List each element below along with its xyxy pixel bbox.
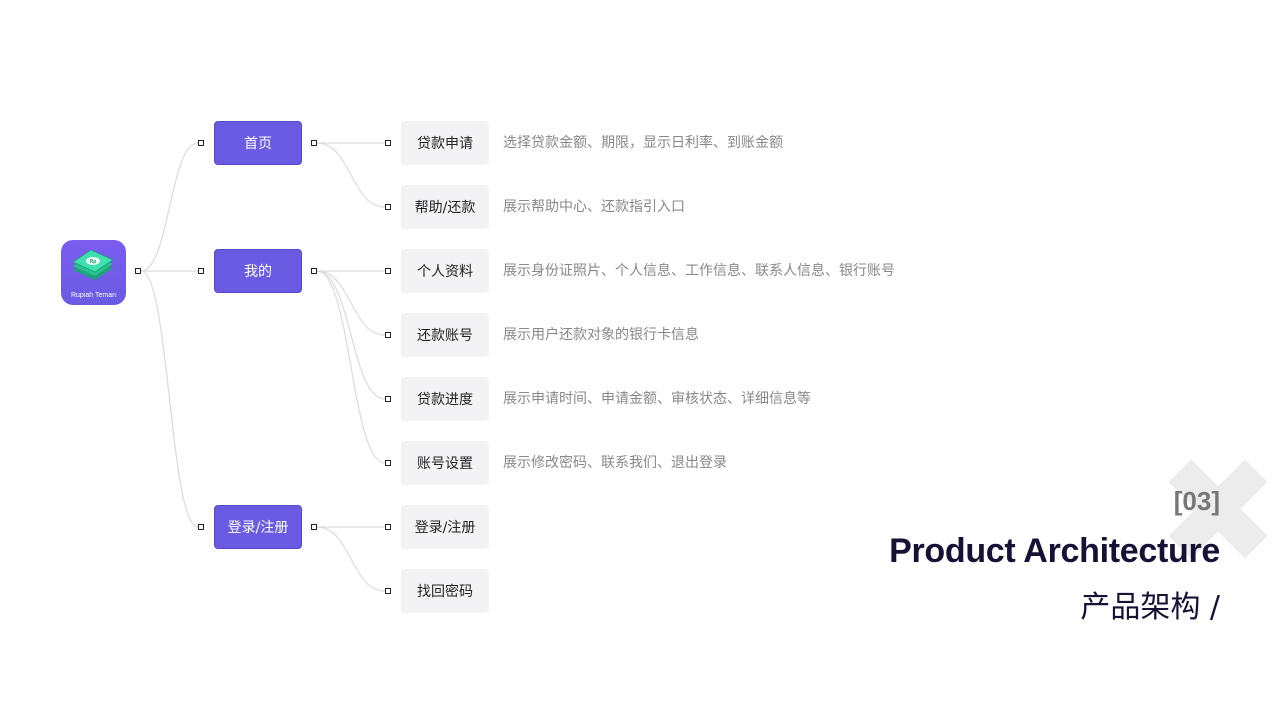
level2-node[interactable]: 贷款进度 <box>401 377 489 421</box>
level2-node[interactable]: 帮助/还款 <box>401 185 489 229</box>
connector <box>140 270 199 528</box>
connector <box>316 526 386 592</box>
node-in-dot <box>198 140 204 146</box>
level2-node[interactable]: 个人资料 <box>401 249 489 293</box>
level1-node[interactable]: 首页 <box>214 121 302 165</box>
level2-node[interactable]: 账号设置 <box>401 441 489 485</box>
connector <box>316 270 386 464</box>
root-connector-dot <box>135 268 141 274</box>
node-out-dot <box>311 140 317 146</box>
connector <box>316 270 386 400</box>
page-title: Product Architecture <box>889 532 1220 570</box>
level1-node[interactable]: 登录/注册 <box>214 505 302 549</box>
svg-text:Rp: Rp <box>90 259 97 265</box>
node-description: 展示用户还款对象的银行卡信息 <box>503 327 699 343</box>
child-in-dot <box>385 524 391 530</box>
level2-node[interactable]: 找回密码 <box>401 569 489 613</box>
level2-node[interactable]: 还款账号 <box>401 313 489 357</box>
child-in-dot <box>385 140 391 146</box>
node-in-dot <box>198 268 204 274</box>
connector <box>140 142 199 272</box>
node-description: 选择贷款金额、期限，显示日利率、到账金额 <box>503 135 783 151</box>
child-in-dot <box>385 332 391 338</box>
child-in-dot <box>385 268 391 274</box>
level2-node[interactable]: 贷款申请 <box>401 121 489 165</box>
level1-node[interactable]: 我的 <box>214 249 302 293</box>
child-in-dot <box>385 204 391 210</box>
connector <box>316 142 386 208</box>
child-in-dot <box>385 396 391 402</box>
page-subtitle: 产品架构 / <box>1080 590 1220 625</box>
app-name: Rupiah Teman <box>70 292 116 299</box>
section-number: [03] <box>1173 486 1220 516</box>
node-description: 展示帮助中心、还款指引入口 <box>503 199 685 215</box>
app-icon: Rp Rupiah Teman <box>61 240 126 305</box>
cash-stack-icon: Rp <box>72 250 114 280</box>
child-in-dot <box>385 588 391 594</box>
level2-node[interactable]: 登录/注册 <box>401 505 489 549</box>
node-out-dot <box>311 268 317 274</box>
node-out-dot <box>311 524 317 530</box>
child-in-dot <box>385 460 391 466</box>
connector <box>316 270 386 336</box>
node-description: 展示修改密码、联系我们、退出登录 <box>503 455 727 471</box>
node-description: 展示申请时间、申请金额、审核状态、详细信息等 <box>503 391 811 407</box>
node-in-dot <box>198 524 204 530</box>
node-description: 展示身份证照片、个人信息、工作信息、联系人信息、银行账号 <box>503 263 895 279</box>
